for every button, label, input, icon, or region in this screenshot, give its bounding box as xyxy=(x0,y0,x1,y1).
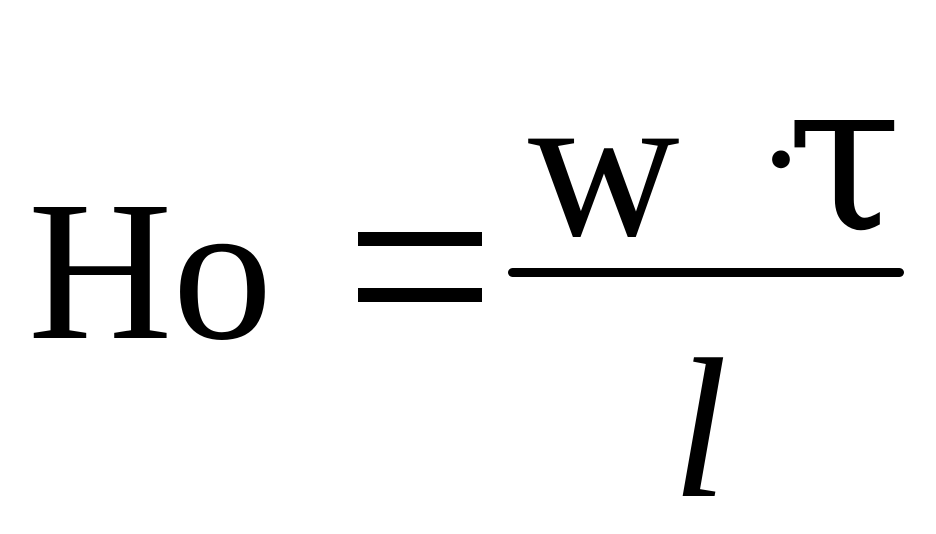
equals-sign-top-bar xyxy=(358,232,482,246)
multiplication-dot: · xyxy=(756,76,806,242)
fraction-bar xyxy=(508,268,904,277)
denominator-term-l: l xyxy=(672,319,728,534)
formula-lhs: Ho xyxy=(28,161,273,382)
numerator-term-tau: τ xyxy=(786,34,903,279)
numerator-term-w: w xyxy=(528,49,680,281)
equals-sign-bottom-bar xyxy=(358,288,482,302)
